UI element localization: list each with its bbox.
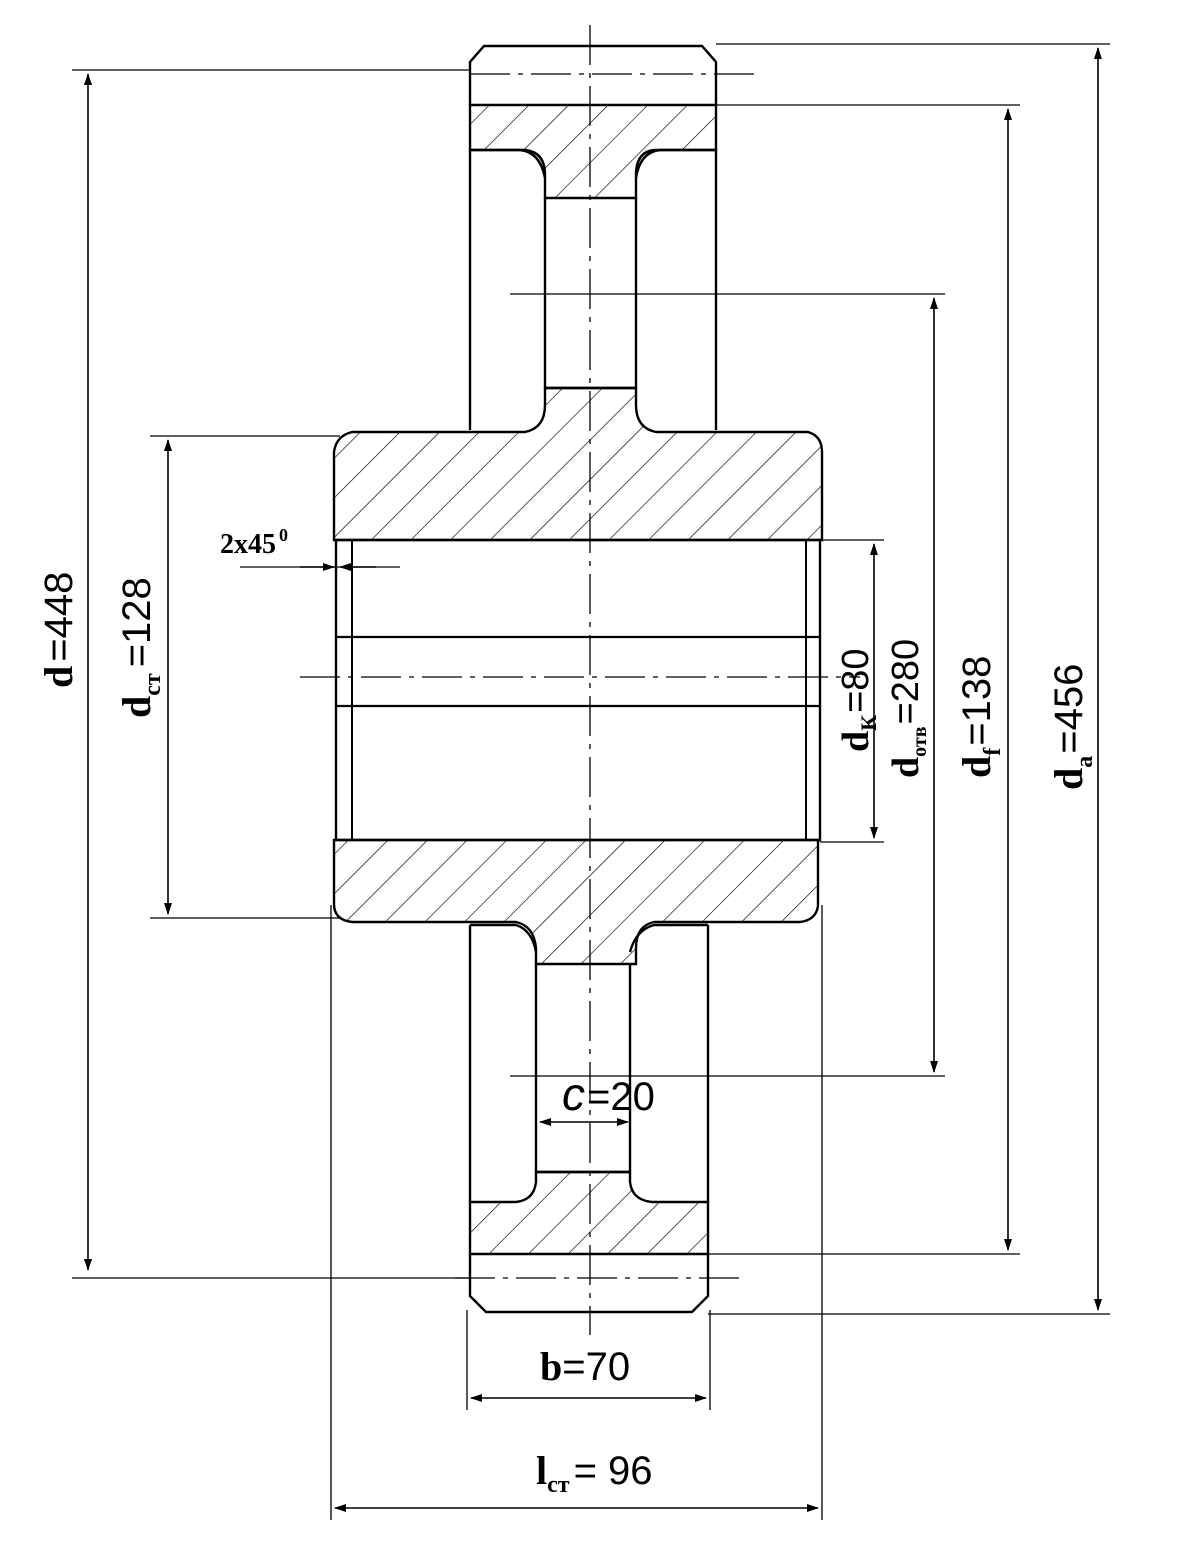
label-d: d=448 <box>36 572 81 688</box>
extension-lines <box>72 43 1110 1520</box>
label-d-otv: dотв=280 <box>885 639 931 778</box>
upper-hub-section <box>332 386 824 542</box>
bore <box>334 538 822 842</box>
gear-web <box>470 148 716 1174</box>
label-d-k: dК=80 <box>835 648 881 752</box>
centre-lines <box>300 25 860 1335</box>
lower-rim-section <box>468 1170 710 1256</box>
upper-rim-section <box>468 103 718 200</box>
dimension-lines <box>84 47 1102 1512</box>
label-l-st: lст= 96 <box>536 1448 653 1498</box>
label-b: b=70 <box>540 1344 630 1389</box>
label-d-f: df=138 <box>954 656 1006 778</box>
gear-outline <box>468 44 718 1314</box>
label-c: c=20 <box>562 1068 655 1120</box>
lower-hub-section <box>332 838 820 966</box>
label-d-a: da=456 <box>1046 664 1098 790</box>
hatched-sections <box>332 103 824 1256</box>
label-d-st: dст=128 <box>114 577 166 718</box>
